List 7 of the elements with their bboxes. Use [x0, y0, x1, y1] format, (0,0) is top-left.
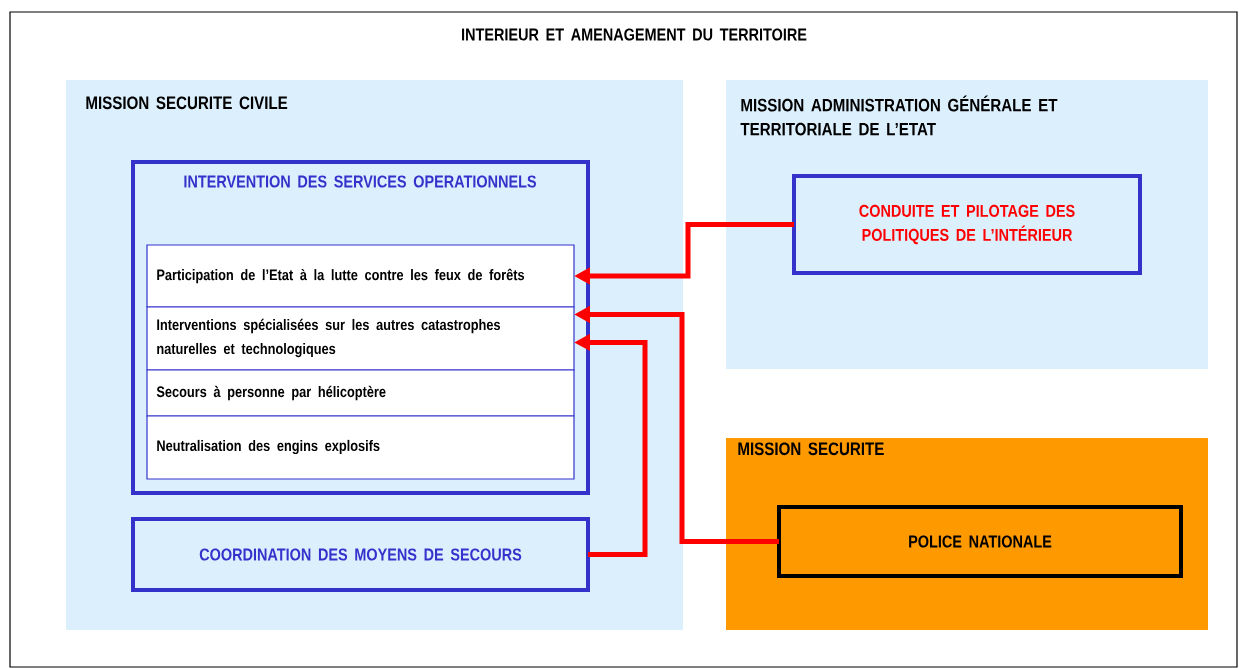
process-box: CONDUITE ET PILOTAGE DES POLITIQUES DE L’INTÉRIEUR [792, 174, 1142, 275]
table-row: Neutralisation des engins explosifs [146, 415, 575, 480]
table-row: Interventions spécialisées sur les autres catastrophes naturelles et technologiques [146, 306, 575, 371]
table-row: Secours à personne par hélicoptère [146, 369, 575, 417]
table-row: Participation de l’Etat à la lutte contre les feux de forêts [146, 244, 575, 308]
process-box: COORDINATION DES MOYENS DE SECOURS [131, 517, 590, 592]
process-box: POLICE NATIONALE [777, 505, 1183, 578]
